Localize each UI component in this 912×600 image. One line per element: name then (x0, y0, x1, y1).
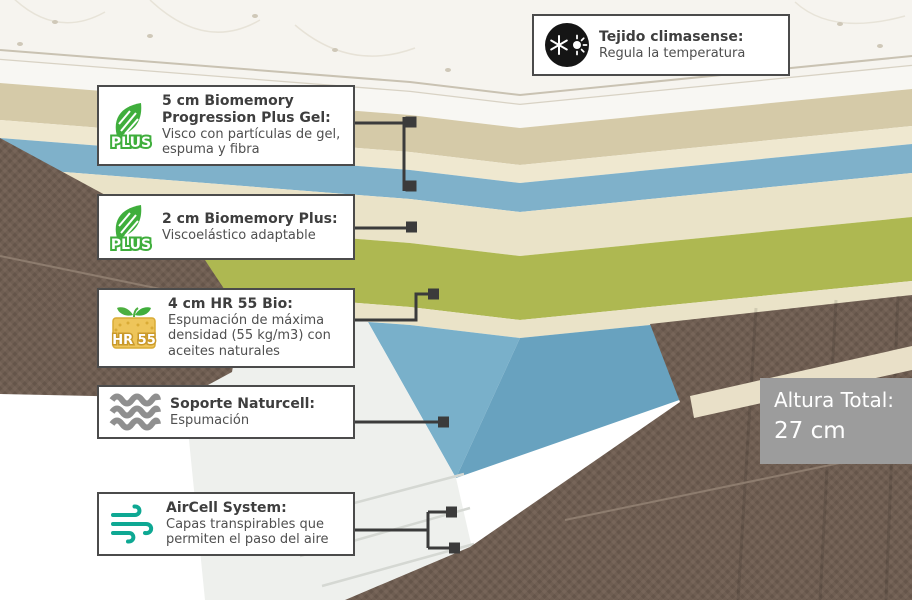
total-height-value: 27 cm (774, 418, 846, 444)
callout-hr55: HR 55 4 cm HR 55 Bio: Espumación de máxi… (97, 288, 355, 368)
layer-border-band (0, 60, 912, 128)
connector-aircell (355, 510, 449, 550)
callout-naturcell: Soporte Naturcell: Espumación (97, 385, 355, 439)
climasense-icon (544, 22, 590, 68)
connector-markers (405, 116, 460, 554)
callout-biomemory-5cm: PLUS 5 cm Biomemory Progression Plus Gel… (97, 85, 355, 166)
callout-description: Viscoelástico adaptable (162, 227, 316, 243)
marker-biomemory-layer (406, 221, 417, 233)
callout-title: 5 cm Biomemory Progression Plus Gel: (162, 93, 331, 126)
callout-biomemory-2cm: PLUS 2 cm Biomemory Plus: Viscoelástico … (97, 194, 355, 260)
callout-title: Soporte Naturcell: (170, 395, 316, 412)
marker-hr55-layer (428, 288, 439, 300)
callout-climasense: Tejido climasense: Regula la temperatura (532, 14, 790, 76)
naturcell-waves-icon (109, 393, 161, 431)
total-height-badge: Altura Total: 27 cm (760, 378, 912, 464)
plus-label: PLUS (111, 135, 151, 150)
hr55-icon: HR 55 (109, 304, 159, 352)
quilt-tufts (17, 14, 883, 72)
callout-title: 2 cm Biomemory Plus: (162, 210, 338, 227)
callout-title: 4 cm HR 55 Bio: (168, 296, 293, 312)
biomemory-plus-icon: PLUS (109, 100, 153, 150)
marker-naturcell-layer (438, 416, 449, 428)
layer-biomemory-cream (0, 167, 912, 256)
total-height-label: Altura Total: (774, 388, 895, 412)
marker-aircell-bottom (449, 542, 460, 554)
connector-biomemory-5cm (355, 117, 406, 191)
callout-title: Tejido climasense: (599, 28, 744, 45)
support-block-left-face (368, 322, 520, 478)
connector-hr55 (355, 292, 428, 322)
callout-title: AirCell System: (166, 500, 287, 516)
callout-description: Espumación (170, 412, 250, 428)
aircell-wind-icon (109, 504, 157, 544)
callout-aircell: AirCell System: Capas transpirables que … (97, 492, 355, 556)
biomemory-plus-icon: PLUS (109, 202, 153, 252)
fabric-right-shape (345, 295, 912, 600)
marker-gel-layer (405, 180, 417, 192)
marker-aircell-top (446, 506, 457, 518)
callout-description: Capas transpirables que permiten el paso… (166, 516, 329, 548)
callout-description: Espumación de máxima densidad (55 kg/m3)… (168, 312, 331, 359)
connector-lines (355, 117, 449, 550)
callout-description: Regula la temperatura (599, 45, 746, 61)
plus-label: PLUS (111, 237, 151, 252)
marker-beige-layer (405, 116, 417, 128)
callout-description: Visco con partículas de gel, espuma y fi… (162, 126, 341, 158)
hr55-label: HR 55 (112, 333, 156, 348)
